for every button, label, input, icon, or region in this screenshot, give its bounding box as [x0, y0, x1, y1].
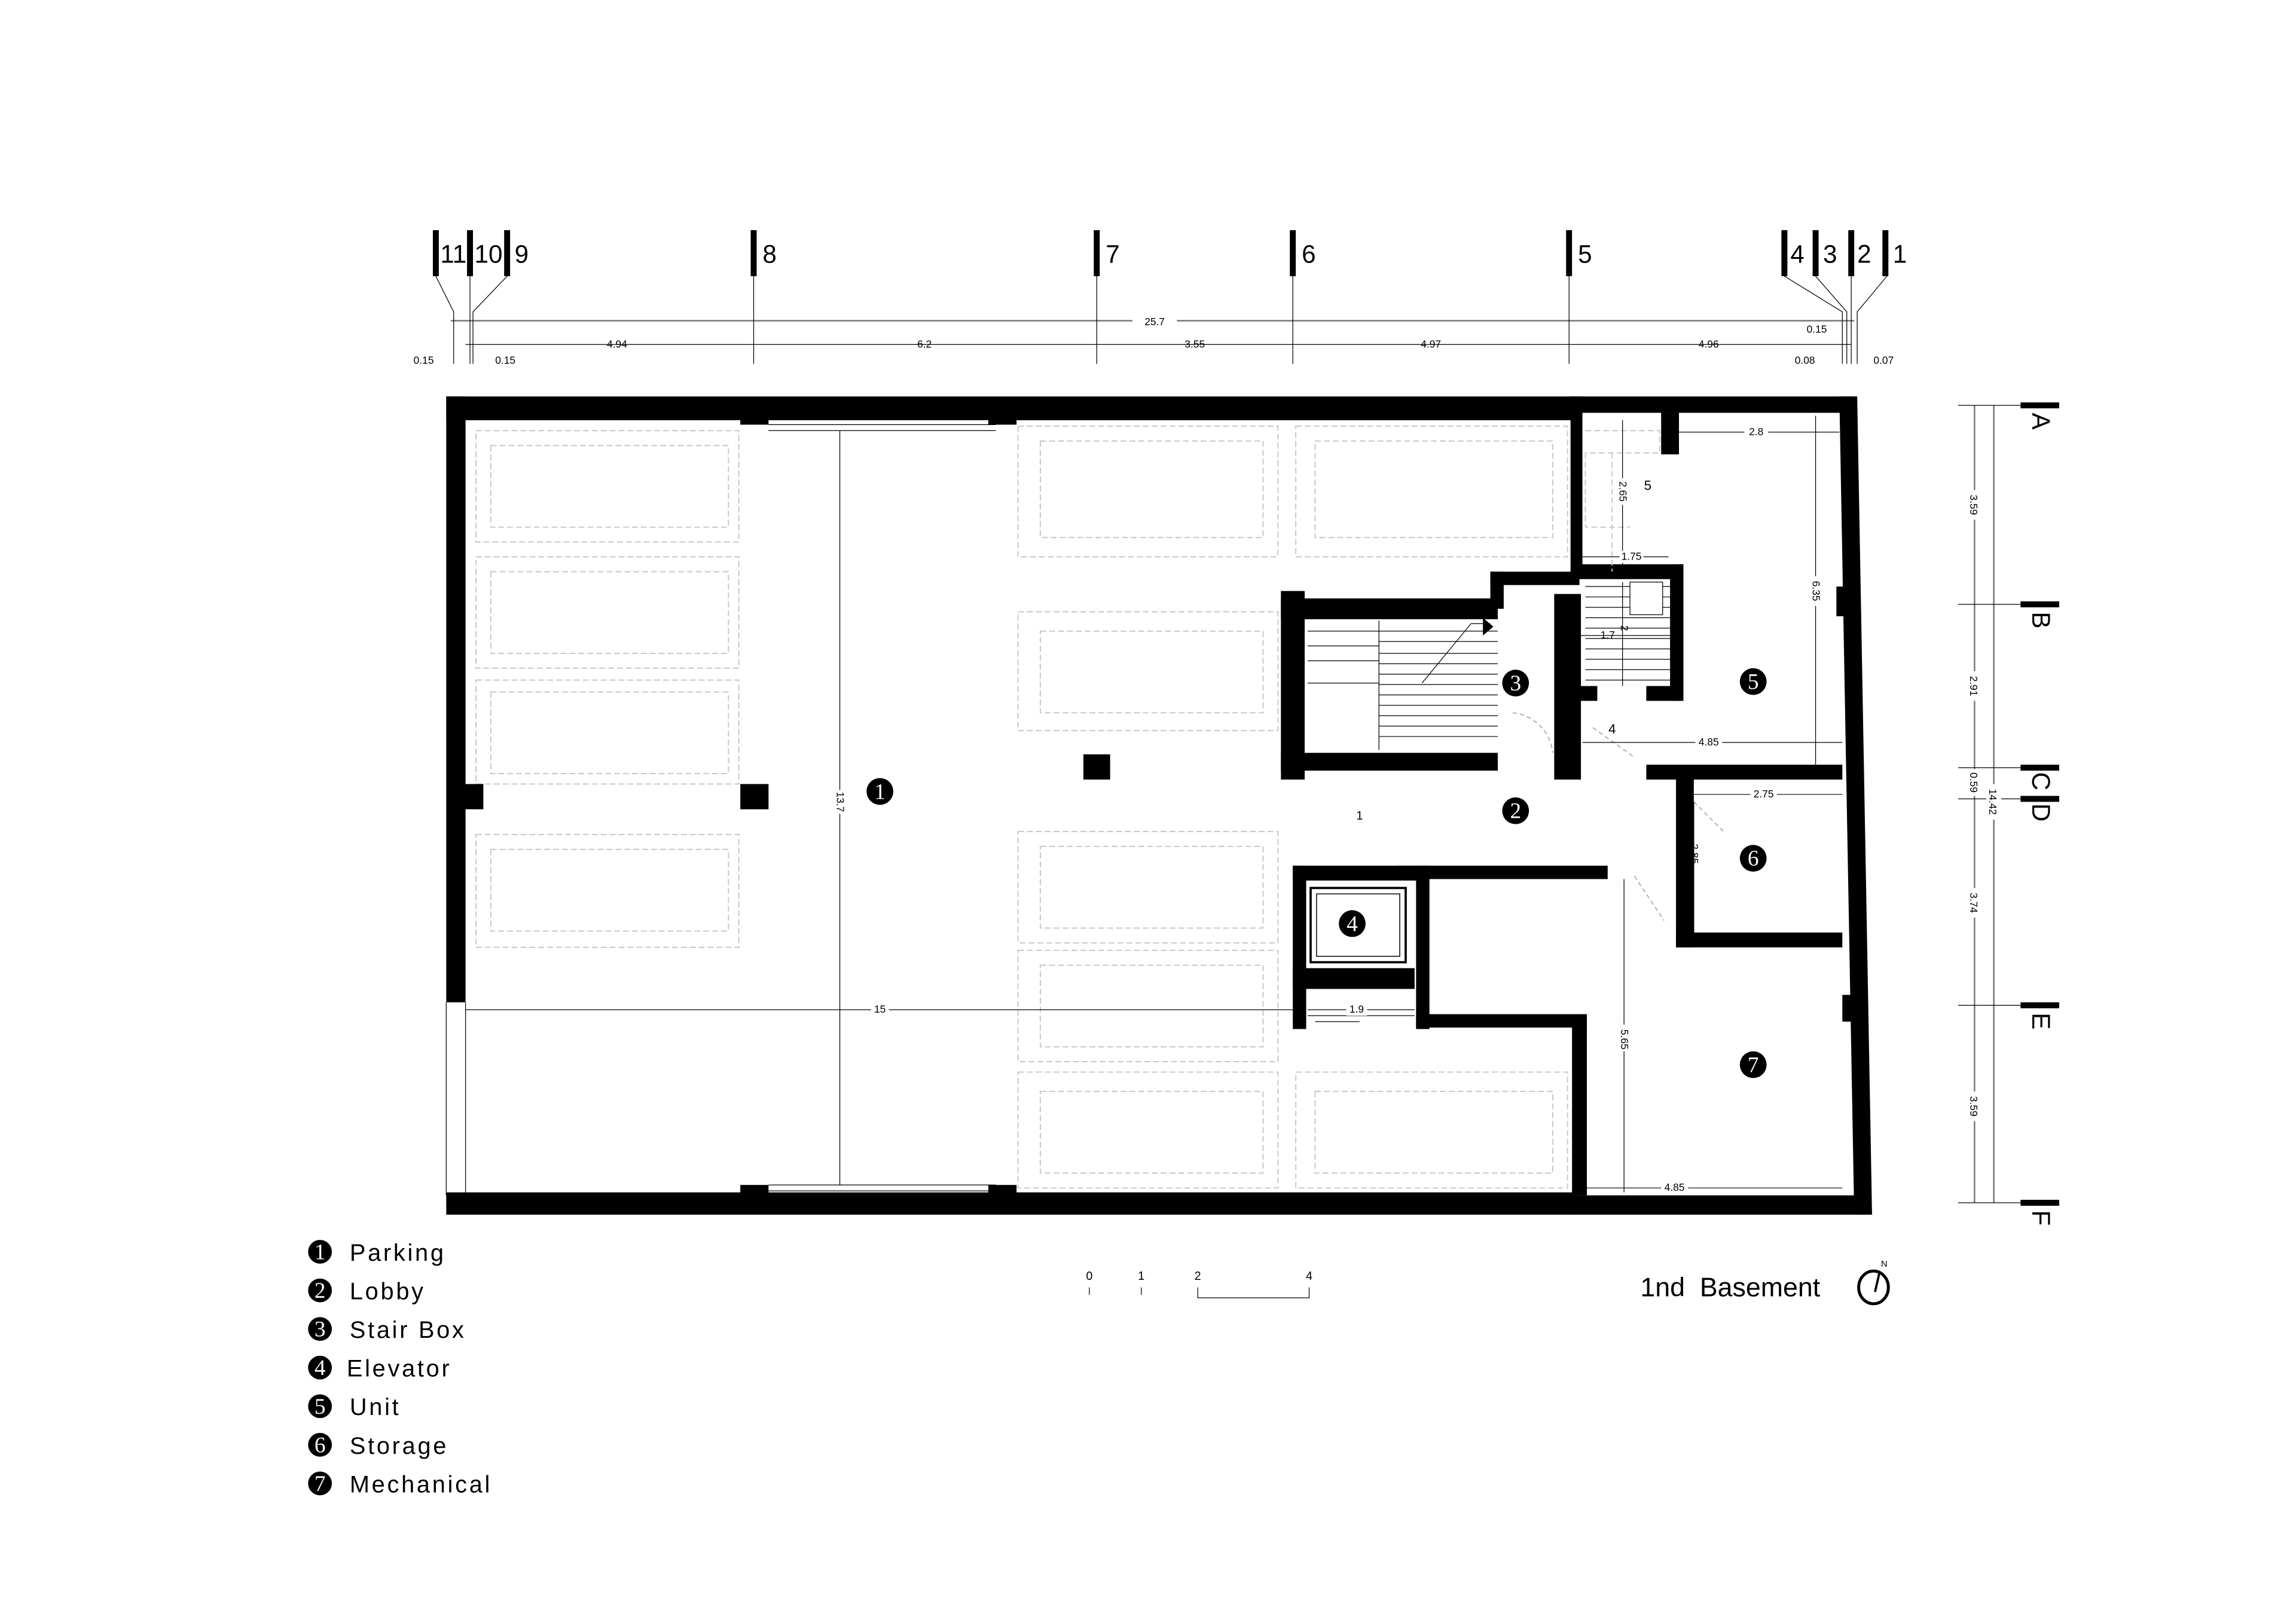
svg-text:Parking: Parking [350, 1240, 446, 1266]
grid-col-label: 9 [515, 240, 529, 268]
svg-text:Elevator: Elevator [347, 1356, 452, 1382]
svg-text:Unit: Unit [350, 1394, 401, 1420]
dim: 2.91 [1968, 676, 1980, 696]
dim: 4.85 [1699, 736, 1719, 748]
dim: 2.85 [1689, 843, 1700, 864]
dim: 6.2 [917, 338, 932, 350]
svg-text:4: 4 [315, 1356, 326, 1380]
scale-tick: 1 [1138, 1270, 1144, 1283]
dim: 0.08 [1795, 354, 1815, 366]
svg-text:5: 5 [315, 1395, 326, 1419]
scale-tick: 2 [1195, 1270, 1201, 1283]
legend-item: 5 Unit [308, 1394, 401, 1420]
dim-overall: 25.7 [1144, 316, 1165, 328]
legend-item: 7 Mechanical [308, 1471, 492, 1497]
north-label: N [1881, 1260, 1888, 1269]
room-tag-stair: 3 [1510, 671, 1521, 696]
svg-text:Stair Box: Stair Box [350, 1317, 466, 1343]
svg-text:2: 2 [315, 1279, 326, 1303]
scale-tick: 0 [1086, 1270, 1092, 1283]
scale-bar: 0 1 2 4 [1086, 1270, 1312, 1298]
grid-col-label: 6 [1302, 240, 1315, 268]
dim: 14.42 [1987, 789, 1999, 815]
legend: 1 Parking 2 Lobby 3 Stair Box 4 Elevator 5 Un… [308, 1240, 492, 1497]
dim: 0.15 [495, 354, 515, 366]
grid-col-label: 7 [1106, 240, 1119, 268]
dim: 0.15 [414, 354, 434, 366]
interior-dimensions: 13.7 15 1.9 5.65 4.85 2.75 2.85 4.85 2.8… [465, 415, 1843, 1194]
room-tag-lobby: 2 [1510, 799, 1521, 824]
room-tags: 1 2 3 4 5 6 7 [866, 668, 1767, 1078]
grid-col-label: 8 [762, 240, 776, 268]
grid-col-label: 3 [1823, 240, 1837, 268]
svg-text:Storage: Storage [350, 1433, 448, 1459]
svg-text:7: 7 [315, 1472, 326, 1496]
row-grid: A B C D E F 3.59 2.91 0.59 14.42 3.74 3.… [1958, 402, 2059, 1225]
svg-text:Mechanical: Mechanical [350, 1471, 492, 1497]
room-tag-storage: 6 [1748, 846, 1759, 871]
dim: 1.9 [1349, 1003, 1364, 1015]
dim: 5.65 [1619, 1029, 1631, 1050]
grid-col-label: 2 [1857, 240, 1871, 268]
dim: 3.74 [1968, 893, 1980, 913]
dim: 13.7 [835, 791, 847, 812]
scale-tick: 4 [1306, 1270, 1312, 1283]
svg-text:1: 1 [315, 1240, 326, 1264]
room-tag-mechanical: 7 [1748, 1053, 1759, 1077]
grid-col-label: 5 [1578, 240, 1592, 268]
dim: 0.59 [1968, 772, 1980, 793]
grid-row-label: C [2027, 772, 2055, 791]
legend-item: 3 Stair Box [308, 1317, 466, 1343]
svg-text:6: 6 [315, 1433, 326, 1457]
dim: 3.59 [1968, 495, 1980, 515]
grid-row-label: E [2027, 1013, 2055, 1029]
grid-row-label: B [2027, 612, 2055, 628]
dim: 2.75 [1754, 788, 1774, 800]
drawing-title: 1nd Basement [1640, 1273, 1820, 1303]
stairs [1308, 618, 1498, 750]
grid-row-label: D [2027, 803, 2055, 822]
grid-col-label: 10 [475, 240, 503, 268]
column-grid: 11 10 9 8 7 6 5 4 3 2 1 [432, 230, 1907, 277]
dim: 0.07 [1873, 354, 1894, 366]
north-arrow-icon: N [1857, 1260, 1890, 1306]
dim: 2.65 [1617, 481, 1629, 502]
dim: 6.35 [1810, 581, 1822, 601]
dim: 3.59 [1968, 1096, 1980, 1117]
dim: 4.85 [1665, 1181, 1685, 1193]
dim: 4.96 [1699, 338, 1719, 350]
room-label: 5 [1644, 478, 1651, 493]
dim: 1.75 [1622, 550, 1642, 562]
openings [445, 415, 1724, 1196]
grid-row-label: A [2027, 413, 2055, 430]
legend-item: 4 Elevator [308, 1356, 452, 1382]
dim: 0.15 [1807, 323, 1827, 335]
dim: 15 [874, 1003, 886, 1015]
room-tag-unit: 5 [1748, 670, 1759, 695]
dim: 4.94 [607, 338, 627, 350]
room-tag-parking: 1 [874, 780, 886, 804]
room-label: 4 [1608, 722, 1616, 736]
dim: 1.7 [1601, 629, 1615, 641]
room-tag-elevator: 4 [1347, 912, 1358, 936]
legend-item: 6 Storage [308, 1433, 448, 1459]
level-label: 1 [1356, 809, 1363, 823]
grid-col-label: 11 [440, 240, 466, 268]
grid-col-label: 1 [1893, 240, 1907, 268]
dim: 2.8 [1749, 426, 1763, 438]
parking-spaces [475, 425, 1568, 1189]
svg-text:Lobby: Lobby [350, 1278, 426, 1304]
top-dimensions: 25.7 0.15 4.94 6.2 3.55 4.97 4.96 0.15 0… [414, 276, 1894, 366]
dim: 2 [1619, 625, 1631, 631]
grid-row-label: F [2027, 1210, 2055, 1225]
dim: 4.97 [1421, 338, 1441, 350]
svg-text:3: 3 [315, 1318, 326, 1342]
grid-col-label: 4 [1790, 240, 1804, 268]
dim: 3.55 [1184, 338, 1205, 350]
legend-item: 1 Parking [308, 1240, 446, 1266]
legend-item: 2 Lobby [308, 1278, 426, 1304]
